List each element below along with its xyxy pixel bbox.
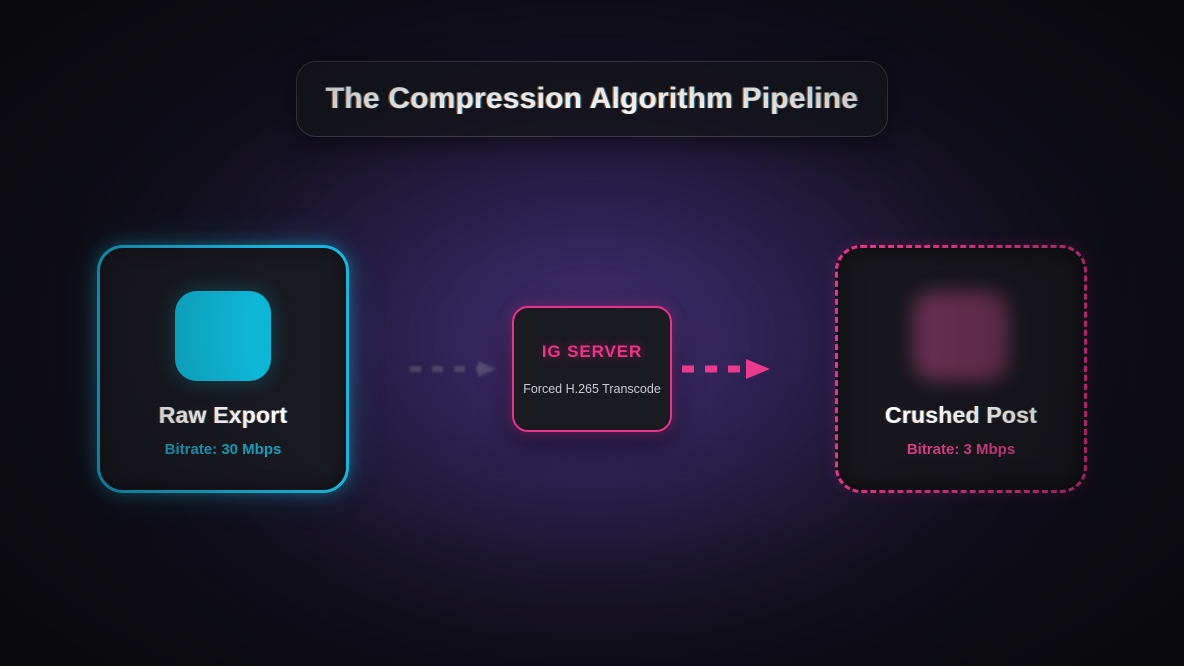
node-raw-export[interactable]: Raw Export Bitrate: 30 Mbps <box>97 245 349 493</box>
node-crushed-post-title: Crushed Post <box>885 402 1037 428</box>
node-raw-export-title: Raw Export <box>158 402 288 428</box>
node-crushed-post-bitrate: Bitrate: 3 Mbps <box>906 441 1016 458</box>
server-node-title: IG SERVER <box>541 342 643 361</box>
server-node[interactable]: IG SERVER Forced H.265 Transcode <box>512 306 672 432</box>
blurred-video-thumbnail-icon <box>913 291 1009 381</box>
node-crushed-post[interactable]: Crushed Post Bitrate: 3 Mbps <box>835 245 1087 493</box>
page-title: The Compression Algorithm Pipeline <box>325 82 859 115</box>
video-thumbnail-icon <box>175 291 271 381</box>
connector-raw-export-to-server <box>410 361 496 377</box>
server-node-subtitle: Forced H.265 Transcode <box>523 382 661 396</box>
connector-server-to-crushed-post <box>682 359 770 379</box>
page-title-box: The Compression Algorithm Pipeline <box>296 61 888 137</box>
node-raw-export-bitrate: Bitrate: 30 Mbps <box>164 441 282 458</box>
